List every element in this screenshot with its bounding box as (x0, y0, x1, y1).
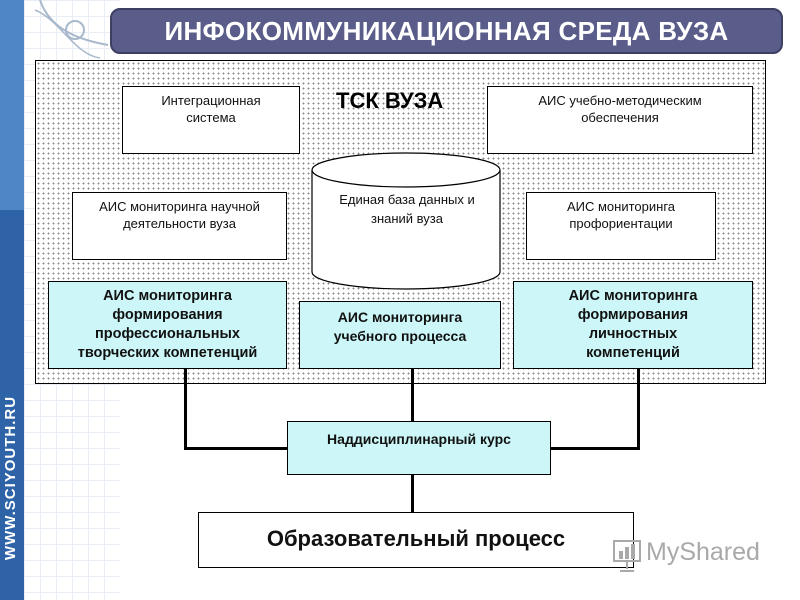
ais-professional-box: АИС мониторинга формирования профессиона… (48, 281, 287, 369)
box-line: формирования (112, 307, 223, 323)
box-line: АИС мониторинга (103, 288, 232, 304)
ais-study-box: АИС мониторинга учебного процесса (299, 301, 501, 369)
box-line: Интеграционная (161, 93, 261, 108)
box-line: АИС мониторинга (337, 309, 463, 325)
connector-horizontal-right (550, 447, 640, 450)
box-line: знаний вуза (371, 211, 443, 226)
database-label: Единая база данных и знаний вуза (318, 190, 496, 228)
myshared-logo-icon (613, 540, 641, 572)
box-line: АИС мониторинга (566, 199, 676, 214)
box-line: профориентации (569, 216, 673, 231)
connector-horizontal-left (184, 447, 288, 450)
box-line: компетенций (586, 345, 680, 361)
box-line: АИС мониторинга (568, 288, 698, 304)
database-cylinder (311, 152, 501, 290)
left-strip-top (0, 0, 24, 210)
box-line: формирования (577, 307, 689, 323)
connector-bottom (411, 475, 414, 513)
corner-ornament (34, 0, 109, 59)
logo-text: MyShared (646, 538, 760, 566)
ais-personal-box: АИС мониторинга формирования личностных … (513, 281, 753, 369)
box-line: Единая база данных и (339, 192, 475, 207)
process-label: Образовательный процесс (266, 526, 566, 551)
box-line: творческих компетенций (77, 345, 258, 361)
ais-science-box: АИС мониторинга научной деятельности вуз… (72, 192, 287, 260)
panel-title: ТСК ВУЗА (336, 88, 444, 113)
site-watermark: WWW.SCIYOUTH.RU (2, 395, 19, 561)
box-line: система (186, 110, 236, 125)
ais-methodical-box: АИС учебно-методическим обеспечения (487, 86, 753, 154)
page-title: ИНФОКОММУНИКАЦИОННАЯ СРЕДА ВУЗА (164, 15, 729, 46)
box-line: учебного процесса (333, 328, 467, 344)
box-line: АИС мониторинга научной (99, 199, 260, 214)
box-line: АИС учебно-методическим (538, 93, 702, 108)
box-line: личностных (588, 326, 678, 342)
connector-center (411, 369, 414, 421)
box-line: деятельности вуза (123, 216, 236, 231)
course-box: Наддисциплинарный курс (287, 421, 551, 475)
connector-left (184, 369, 187, 449)
integration-system-box: Интеграционная система (122, 86, 300, 154)
process-box: Образовательный процесс (198, 512, 634, 568)
box-line: профессиональных (95, 326, 240, 342)
course-label: Наддисциплинарный курс (327, 431, 511, 447)
connector-right (637, 369, 640, 449)
ais-career-box: АИС мониторинга профориентации (526, 192, 716, 260)
box-line: обеспечения (581, 110, 659, 125)
title-bar: ИНФОКОММУНИКАЦИОННАЯ СРЕДА ВУЗА (110, 8, 783, 54)
